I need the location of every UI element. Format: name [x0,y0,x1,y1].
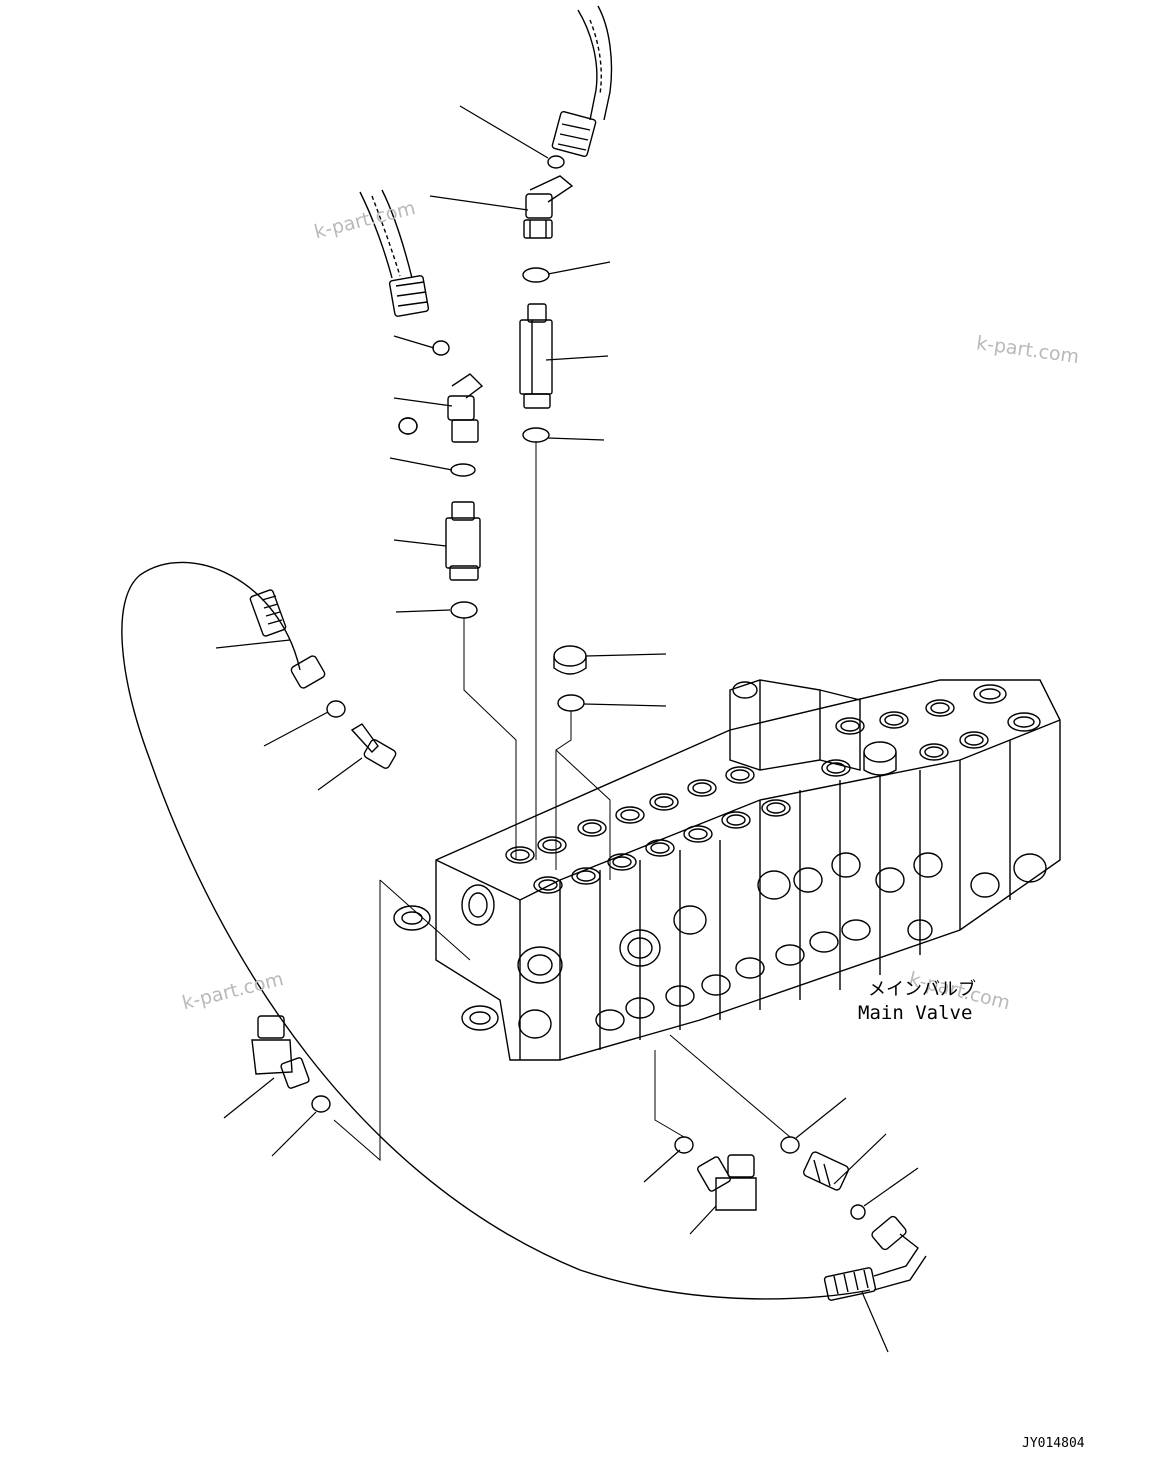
bottom-center-fittings [655,1035,865,1219]
main-valve-label-jp: メインバルブ [868,979,976,1000]
left-upper-hose [360,190,429,317]
plug-and-oring [554,646,610,880]
leader-lines [216,106,918,1352]
valve-ports [506,685,1040,893]
oring-left-mid-real [399,418,417,434]
upper-hose [552,6,612,157]
left-column-fittings [433,341,516,860]
main-valve-label-en: Main Valve [858,1002,973,1024]
drawing-code: JY014804 [1022,1436,1085,1451]
main-valve-block [394,680,1060,1060]
long-hose [115,551,926,1310]
valve-front-fittings [462,853,1046,1038]
right-column-fittings [520,156,572,860]
left-small-fittings [252,418,560,1160]
